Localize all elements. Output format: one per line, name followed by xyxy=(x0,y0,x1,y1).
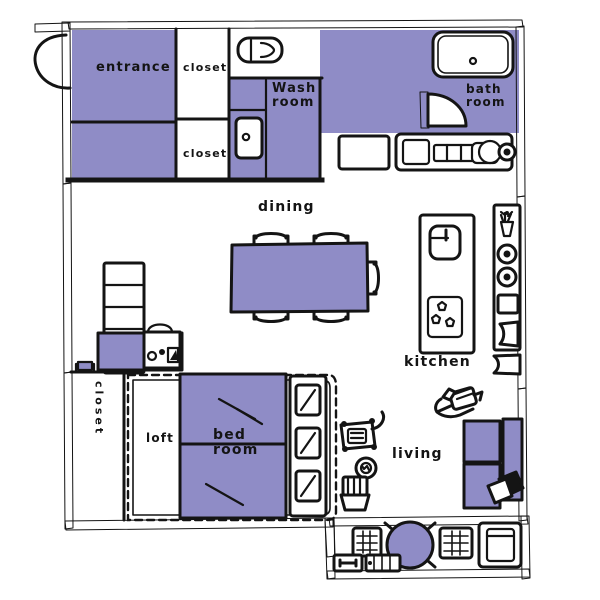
entry-porch-alcove xyxy=(33,22,72,90)
room-label-bedroom: bed room xyxy=(213,427,259,458)
terrace-grid-panel xyxy=(351,526,383,558)
utility-counter-round-items xyxy=(477,139,517,165)
ball-toy xyxy=(354,456,378,480)
room-label-closet-top: closet xyxy=(183,61,228,74)
room-label-dining: dining xyxy=(258,199,315,215)
closet-left-partition xyxy=(69,360,130,522)
bathtub xyxy=(431,30,515,79)
kitchen-stove xyxy=(426,295,464,339)
sofa-cushions xyxy=(486,470,525,505)
potted-plant xyxy=(499,210,515,238)
room-label-washroom: Wash room xyxy=(272,81,317,110)
wash-basin xyxy=(234,116,264,160)
kitchen-wall-counter xyxy=(492,203,522,376)
room-label-closet-mid: closet xyxy=(183,147,228,160)
top-zone-partitions xyxy=(65,27,325,183)
terrace-rack xyxy=(324,519,402,573)
room-label-entrance: entrance xyxy=(96,60,171,75)
toilet xyxy=(236,36,284,64)
kitchen-island xyxy=(418,213,476,355)
bathroom-door-swing xyxy=(419,91,468,129)
room-label-kitchen: kitchen xyxy=(404,354,471,370)
side-chair xyxy=(339,475,371,512)
shelving-unit xyxy=(288,374,328,518)
room-label-loft: loft xyxy=(146,431,175,445)
toy-robot xyxy=(339,410,386,452)
kitchen-sink xyxy=(428,224,462,261)
rocking-horse-toy xyxy=(434,386,484,419)
desk-unit xyxy=(96,323,184,372)
room-label-closet-left: closet xyxy=(92,381,106,437)
room-label-living: living xyxy=(392,446,443,462)
bed xyxy=(178,442,288,520)
room-label-bathroom: bath room xyxy=(466,82,506,109)
terrace-grid-panel xyxy=(438,526,474,560)
dining-table xyxy=(229,241,370,314)
terrace-armchair xyxy=(477,521,523,569)
